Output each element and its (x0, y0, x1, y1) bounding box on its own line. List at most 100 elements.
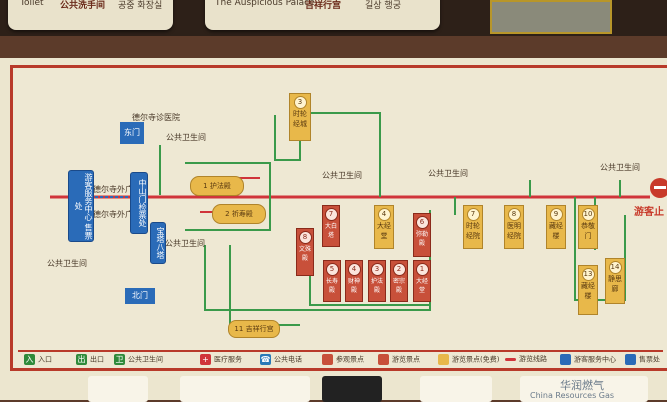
hall-number: 7 (466, 208, 480, 221)
wc-label-left: 公共卫生间 (47, 259, 87, 268)
route-legend-icon (505, 357, 516, 361)
visitor-center[interactable]: 游客服务中心 售票处 (68, 170, 94, 242)
palace-label-en: The Auspicious Palace (215, 0, 315, 8)
east-gate[interactable]: 东门 (120, 122, 144, 144)
free-attraction-icon (438, 354, 449, 365)
legend-label: 售票处 (639, 355, 660, 364)
attraction-icon (322, 354, 333, 365)
hall-name: 静思廊 (608, 275, 622, 293)
pagoda-gate[interactable]: 宝塔八塔 (150, 222, 166, 264)
sponsor-name-en: China Resources Gas (530, 391, 615, 400)
wc-label: 公共卫生间 (166, 133, 206, 142)
red-hall-name: 大白塔 (324, 223, 337, 239)
legend-item: +医疗服务 (200, 354, 242, 365)
north-gate[interactable]: 北门 (125, 288, 155, 304)
temple-seal-logo (88, 376, 148, 402)
red-hall-number: 8 (298, 231, 312, 244)
hall-name: 恭敬门 (581, 222, 595, 240)
china-resources-gas-logo: 华润燃气 China Resources Gas (520, 376, 648, 402)
hall-2[interactable]: 2 祈寿殿 (212, 204, 266, 224)
legend-item: 出出口 (76, 354, 104, 365)
legend-item: 游客服务中心 (560, 354, 616, 365)
hall-name: 时轮经院 (466, 222, 480, 240)
hall-number: 1 (203, 182, 208, 190)
mountain-logo (420, 376, 492, 402)
legend-label: 游客服务中心 (574, 355, 616, 364)
window-background (490, 0, 612, 34)
red-hall-name: 护法殿 (370, 278, 383, 294)
hall-number: 13 (581, 268, 595, 281)
hall-number: 10 (581, 208, 595, 221)
ticket-office-label: 售票处 (74, 202, 93, 240)
visitor-center-label: 游客服务中心 (84, 172, 93, 221)
toilet-label-kr: 공중 화장실 (118, 1, 163, 11)
legend-label: 入口 (38, 355, 52, 364)
exit-label: 游客止 (634, 207, 664, 218)
legend-label: 出口 (90, 355, 104, 364)
zhongshan-gate[interactable]: 中山门检票处 (130, 172, 148, 234)
legend-label: 公共卫生间 (128, 355, 163, 364)
red-hall-name: 大经堂 (415, 278, 428, 294)
wc-label-center: 公共卫生间 (165, 239, 205, 248)
phone-icon: ☎ (260, 354, 271, 365)
legend-label: 参观景点 (336, 355, 364, 364)
red-hall-number: 1 (415, 263, 429, 276)
palace-direction-plate: The Auspicious Palace 吉祥行宫 길상 행궁 (205, 0, 440, 30)
legend-item: 卫公共卫生间 (114, 354, 163, 365)
toilet-icon: 卫 (114, 354, 125, 365)
hall-number: 8 (507, 208, 521, 221)
legend-label: 游览线路 (519, 355, 547, 363)
wc-label-right: 公共卫生间 (600, 163, 640, 172)
clinic-label: 德尔寺诊医院 (132, 113, 180, 122)
legend-label: 公共电话 (274, 355, 302, 364)
legend-item: 游览景点 (378, 354, 420, 365)
hall-name: 藏经楼 (549, 222, 563, 240)
legend-item: ☎公共电话 (260, 354, 302, 365)
plaza-label-2: 德尔寺外广场 (93, 210, 141, 219)
legend-label: 游览景点(免费) (452, 355, 500, 364)
hall-name: 大经堂 (377, 222, 391, 240)
hall-name: 吉祥行宫 (245, 325, 274, 333)
service-icon (560, 354, 571, 365)
hall-number: 14 (608, 261, 622, 274)
red-hall-1[interactable]: 1 大经堂 (413, 260, 431, 302)
toilet-label-en: Toilet (20, 0, 44, 8)
hall-name: 祈寿殿 (231, 210, 253, 218)
red-hall-name: 长寿殿 (325, 278, 338, 294)
palace-label-cn: 吉祥行宫 (305, 1, 342, 11)
pagoda-gate-label: 宝塔八塔 (156, 227, 165, 259)
legend-bar (18, 350, 663, 370)
red-hall-name: 弥勒殿 (415, 231, 428, 247)
wc-label-mid: 公共卫生间 (322, 171, 362, 180)
hall-number: 2 (225, 210, 230, 218)
sponsor-logo (180, 376, 310, 402)
hall-name: 医明经院 (507, 222, 521, 240)
exit-legend-icon: 出 (76, 354, 87, 365)
exit-icon-bar (654, 186, 666, 189)
legend-item: 售票处 (625, 354, 660, 365)
hall-1[interactable]: 1 护法殿 (190, 176, 244, 196)
hall-name: 藏经楼 (581, 282, 595, 300)
legend-label: 游览景点 (392, 355, 420, 364)
toilet-direction-plate: Toilet 公共洗手间 공중 화장실 (8, 0, 173, 30)
qr-code (322, 376, 382, 402)
plaza-label: 德尔寺外广场 (93, 185, 141, 194)
legend-item: 参观景点 (322, 354, 364, 365)
hall-11[interactable]: 11 吉祥行宫 (228, 320, 280, 338)
